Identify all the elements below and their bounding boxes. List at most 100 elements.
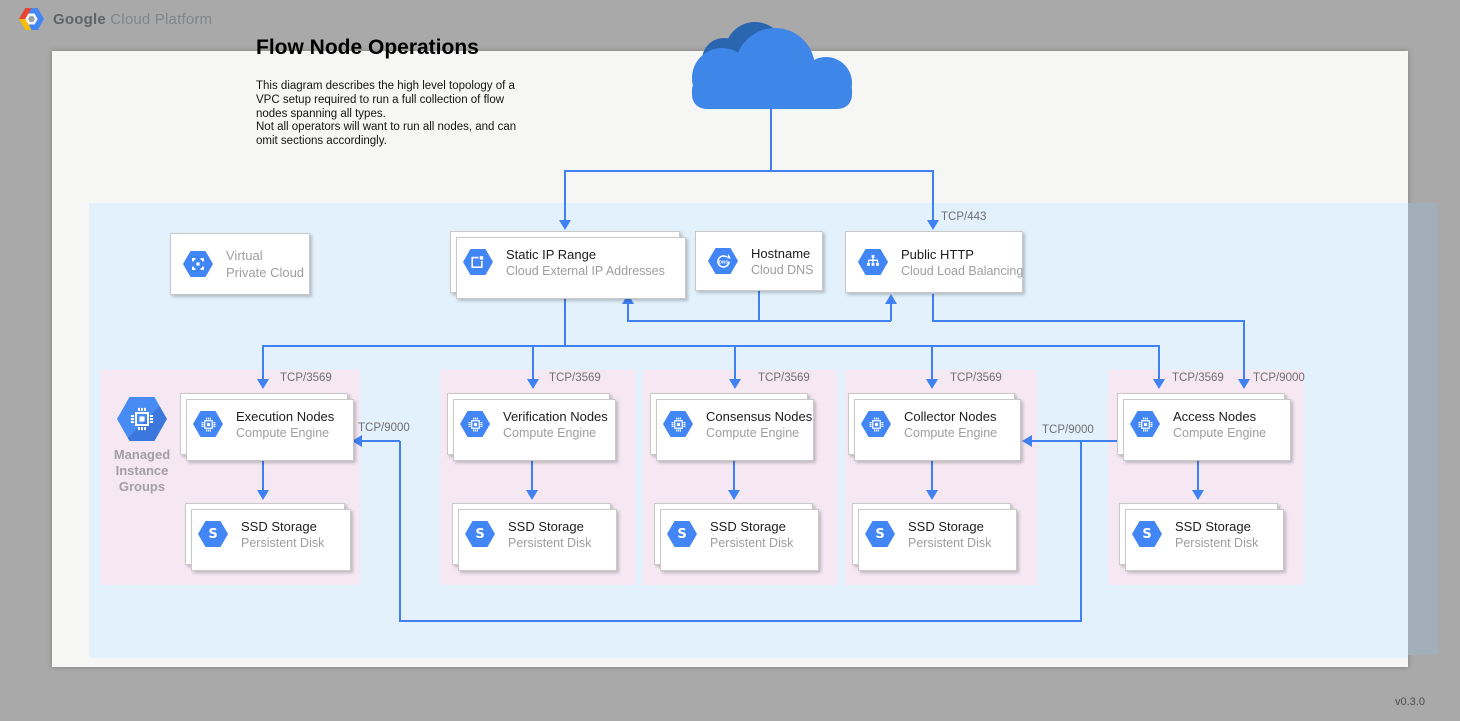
collector-nodes-subtitle: Compute Engine [904, 425, 997, 441]
edge-cloud-stem [770, 108, 772, 170]
edge-access-out [1032, 440, 1118, 442]
page-description: This diagram describes the high level to… [256, 80, 546, 149]
static-ip-title: Static IP Range [506, 246, 665, 263]
persistent-disk-icon: S [865, 521, 895, 547]
persistent-disk-icon: S [1132, 521, 1162, 547]
collector-ssd-title: SSD Storage [908, 518, 991, 535]
vpc-card-line2: Private Cloud [226, 264, 304, 281]
persistent-disk-icon: S [667, 521, 697, 547]
consensus-ssd-title: SSD Storage [710, 518, 793, 535]
arrowhead-entry-verification [527, 379, 539, 389]
card-static-ip-range: Static IP Range Cloud External IP Addres… [450, 231, 680, 293]
arrowhead-collector-to-ssd [926, 490, 938, 500]
edge-loop-left-rise [399, 441, 401, 622]
execution-ssd-subtitle: Persistent Disk [241, 535, 324, 551]
card-access-ssd: S SSD Storage Persistent Disk [1119, 503, 1278, 565]
edge-verification-to-ssd [531, 456, 533, 490]
verification-nodes-subtitle: Compute Engine [503, 425, 608, 441]
collector-nodes-title: Collector Nodes [904, 408, 997, 425]
port-label-consensus: TCP/3569 [758, 372, 810, 384]
vpc-region-overflow [1408, 203, 1438, 655]
execution-nodes-title: Execution Nodes [236, 408, 334, 425]
port-label-access: TCP/3569 [1172, 372, 1224, 384]
gcp-logo-icon [19, 8, 44, 30]
vpc-icon [183, 251, 213, 277]
edge-static-ip-down [564, 294, 566, 347]
port-label-access-lb: TCP/9000 [1253, 372, 1305, 384]
verification-ssd-title: SSD Storage [508, 518, 591, 535]
edge-access-to-ssd [1197, 456, 1199, 490]
port-label-collector: TCP/3569 [950, 372, 1002, 384]
managed-instance-groups-label: Managed Instance Groups [98, 447, 186, 495]
version-label: v0.3.0 [1395, 696, 1425, 708]
access-nodes-subtitle: Compute Engine [1173, 425, 1266, 441]
edge-entry-access [1158, 347, 1160, 379]
edge-loop-bottom [399, 620, 1082, 622]
card-consensus-ssd: S SSD Storage Persistent Disk [654, 503, 813, 565]
hostname-title: Hostname [751, 245, 814, 262]
edge-node-bus [262, 345, 1160, 347]
arrowhead-dns-to-lb [885, 294, 897, 304]
external-ip-icon [463, 249, 493, 275]
load-balancing-icon [858, 249, 888, 275]
persistent-disk-icon: S [198, 521, 228, 547]
edge-execution-to-ssd [262, 456, 264, 490]
edge-entry-execution [262, 347, 264, 379]
brand-text: Google Cloud Platform [53, 11, 212, 28]
access-nodes-title: Access Nodes [1173, 408, 1266, 425]
vpc-card-line1: Virtual [226, 247, 304, 264]
edge-dns-bus [627, 320, 891, 322]
edge-entry-consensus [734, 347, 736, 379]
card-public-http: Public HTTP Cloud Load Balancing [845, 231, 1023, 293]
compute-engine-icon [663, 411, 693, 437]
arrowhead-lb-to-access [1238, 379, 1250, 389]
edge-entry-collector [931, 347, 933, 379]
edge-dns-to-lb [890, 303, 892, 321]
card-access-nodes: Access Nodes Compute Engine [1117, 393, 1285, 455]
port-label-execution-9000: TCP/9000 [358, 422, 410, 434]
arrowhead-entry-consensus [729, 379, 741, 389]
consensus-nodes-subtitle: Compute Engine [706, 425, 812, 441]
edge-lb-to-access-bus [932, 320, 1245, 322]
static-ip-subtitle: Cloud External IP Addresses [506, 263, 665, 279]
arrowhead-execution-to-ssd [257, 490, 269, 500]
arrowhead-entry-collector [926, 379, 938, 389]
edge-into-public-http [932, 170, 934, 220]
persistent-disk-icon: S [465, 521, 495, 547]
access-ssd-title: SSD Storage [1175, 518, 1258, 535]
edge-dns-to-static [627, 303, 629, 321]
cloud-dns-icon: DNS [708, 248, 738, 274]
port-label-execution: TCP/3569 [280, 372, 332, 384]
arrowhead-into-collector [1022, 435, 1032, 447]
edge-collector-to-ssd [931, 456, 933, 490]
compute-engine-icon [193, 411, 223, 437]
public-http-subtitle: Cloud Load Balancing [901, 263, 1023, 279]
arrowhead-into-static-ip [559, 220, 571, 230]
consensus-ssd-subtitle: Persistent Disk [710, 535, 793, 551]
hostname-subtitle: Cloud DNS [751, 262, 814, 278]
svg-text:DNS: DNS [718, 259, 727, 264]
collector-ssd-subtitle: Persistent Disk [908, 535, 991, 551]
arrowhead-entry-access [1153, 379, 1165, 389]
edge-lb-down [932, 294, 934, 321]
edge-lb-to-access-drop [1243, 320, 1245, 379]
card-execution-nodes: Execution Nodes Compute Engine [180, 393, 348, 455]
arrowhead-access-to-ssd [1192, 490, 1204, 500]
edge-dns-down [758, 291, 760, 322]
card-collector-nodes: Collector Nodes Compute Engine [848, 393, 1015, 455]
card-execution-ssd: S SSD Storage Persistent Disk [185, 503, 345, 565]
consensus-nodes-title: Consensus Nodes [706, 408, 812, 425]
execution-ssd-title: SSD Storage [241, 518, 324, 535]
card-verification-ssd: S SSD Storage Persistent Disk [452, 503, 611, 565]
card-virtual-private-cloud: Virtual Private Cloud [170, 233, 310, 295]
card-consensus-nodes: Consensus Nodes Compute Engine [650, 393, 808, 455]
compute-engine-icon [460, 411, 490, 437]
port-label-https: TCP/443 [941, 211, 986, 223]
gcp-brand: Google Cloud Platform [19, 8, 212, 30]
access-ssd-subtitle: Persistent Disk [1175, 535, 1258, 551]
page-title: Flow Node Operations [256, 36, 479, 60]
compute-engine-icon [861, 411, 891, 437]
verification-nodes-title: Verification Nodes [503, 408, 608, 425]
public-http-title: Public HTTP [901, 246, 1023, 263]
